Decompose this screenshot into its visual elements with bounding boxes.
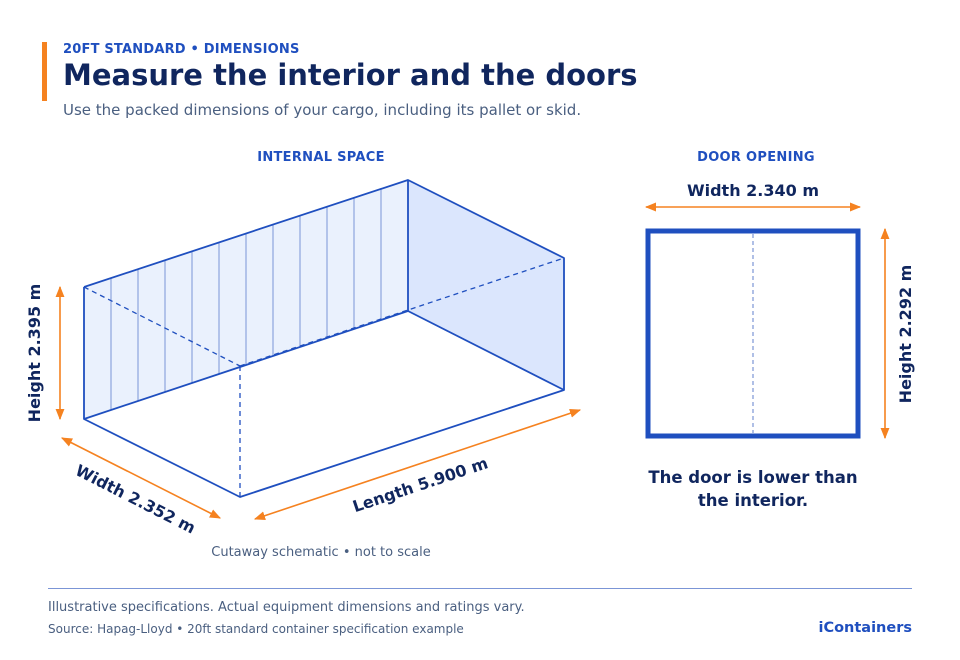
footer-disclaimer: Illustrative specifications. Actual equi… bbox=[48, 600, 525, 615]
door-opening bbox=[645, 228, 861, 439]
internal-space-label: INTERNAL SPACE bbox=[257, 150, 385, 165]
page-subtitle: Use the packed dimensions of your cargo,… bbox=[63, 101, 582, 119]
container-cutaway bbox=[83, 179, 565, 498]
accent-bar bbox=[42, 42, 47, 101]
end-wall bbox=[408, 180, 564, 390]
brand-logo: iContainers bbox=[818, 620, 912, 636]
container-edges bbox=[83, 179, 565, 498]
footer-divider bbox=[48, 588, 912, 589]
footer-source: Source: Hapag-Lloyd • 20ft standard cont… bbox=[48, 622, 464, 636]
door-width-label: Width 2.340 m bbox=[687, 181, 819, 200]
interior-length-arrow bbox=[253, 408, 582, 521]
hidden-edges bbox=[83, 257, 565, 497]
door-callout: The door is lower than the interior. bbox=[648, 468, 858, 510]
door-height-label: Height 2.292 m bbox=[896, 265, 915, 404]
interior-width-label: Width 2.352 m bbox=[72, 461, 198, 538]
door-opening-label: DOOR OPENING bbox=[697, 150, 815, 165]
diagram-note: Cutaway schematic • not to scale bbox=[211, 545, 431, 560]
eyebrow-label: 20FT STANDARD • DIMENSIONS bbox=[63, 42, 300, 57]
interior-width-arrow bbox=[61, 437, 221, 519]
interior-height-label: Height 2.395 m bbox=[25, 284, 44, 423]
page-title: Measure the interior and the doors bbox=[63, 58, 638, 92]
